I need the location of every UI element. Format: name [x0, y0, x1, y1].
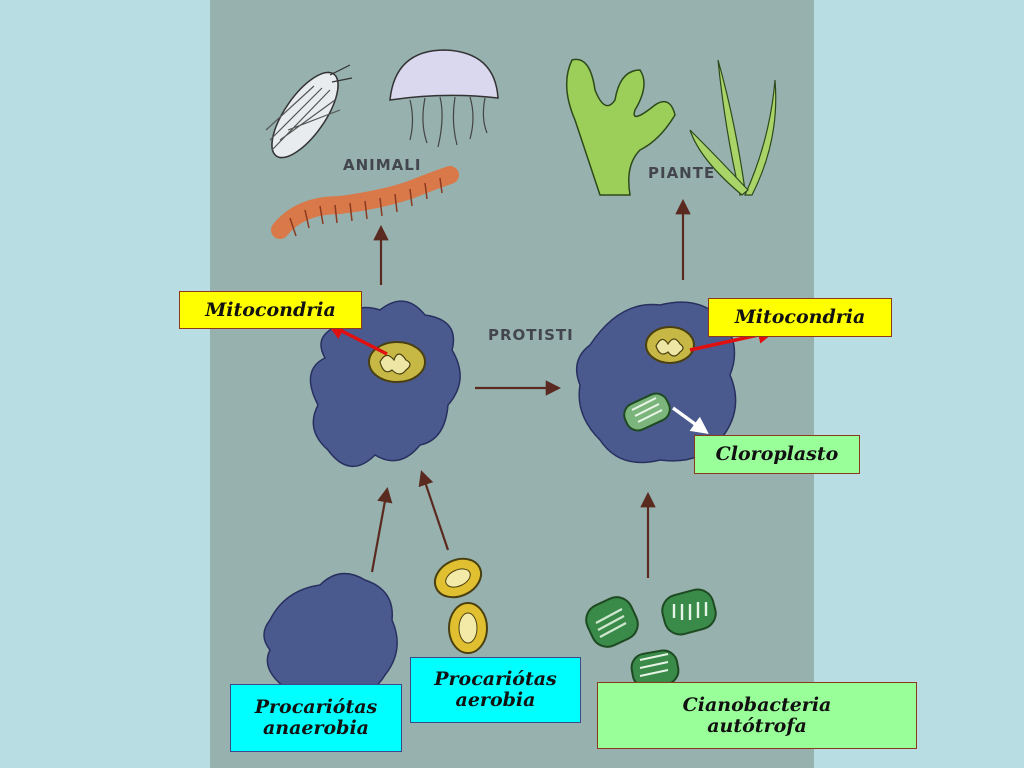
anaerobic-prokaryote-cell — [263, 572, 398, 703]
pointer-mito-left — [326, 323, 388, 356]
callout-mitocondria-right: Mitocondria — [708, 298, 892, 337]
callout-procariotas-aerobia: Procariótas aerobia — [410, 657, 581, 723]
label-protisti: PROTISTI — [488, 326, 574, 344]
callout-procariotas-anaerobia: Procariótas anaerobia — [230, 684, 402, 752]
callout-mitocondria-left: Mitocondria — [179, 291, 362, 329]
arrow-aerobia-up — [418, 470, 450, 551]
callout-cloroplasto: Cloroplasto — [694, 435, 860, 474]
label-piante: PIANTE — [648, 164, 715, 182]
label-animali: ANIMALI — [343, 156, 421, 174]
pillbug-icon — [265, 64, 353, 159]
jellyfish-icon — [389, 49, 499, 148]
callout-cianobacteria-autotrofa: Cianobacteria autótrofa — [597, 682, 917, 749]
cyanobacteria-cells — [585, 588, 717, 689]
pointer-cloroplasto — [671, 406, 709, 435]
seaweed-icon — [566, 58, 676, 196]
aerobic-prokaryote-cells — [433, 557, 488, 654]
arrow-anaerobia-up — [370, 486, 393, 573]
worm-icon — [271, 166, 459, 239]
seagrass-icon — [689, 59, 777, 197]
